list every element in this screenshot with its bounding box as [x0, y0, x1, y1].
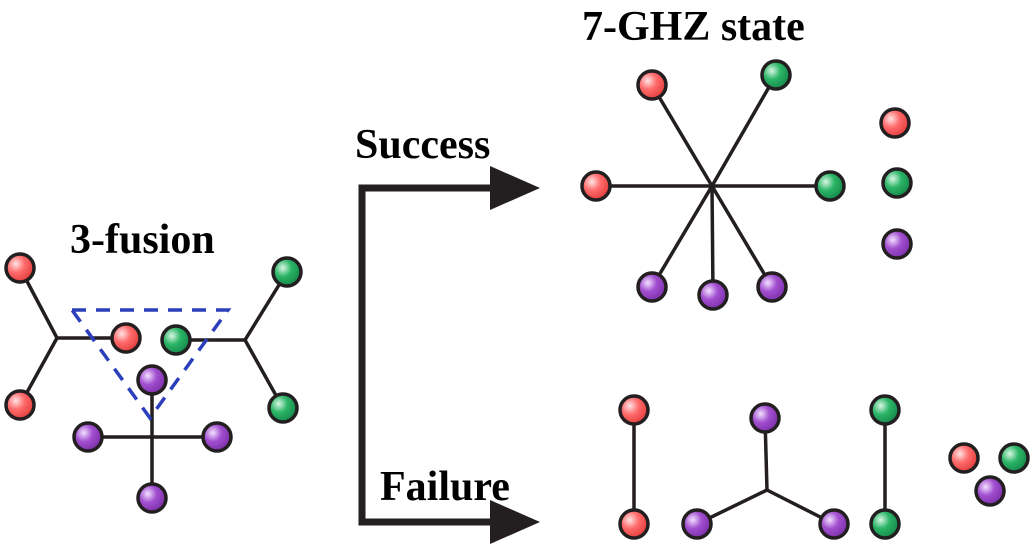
qubit-node-red: [618, 394, 650, 426]
fusion-input-group: [4, 252, 303, 514]
fusion-region-triangle: [68, 308, 232, 421]
qubit-node-purple: [749, 402, 781, 434]
measured-qubit-purple: [881, 228, 913, 260]
qubit-node-red: [618, 508, 650, 540]
qubit-node-red: [4, 389, 36, 421]
qubit-node-purple: [756, 271, 788, 303]
qubit-node-red: [110, 322, 142, 354]
qubit-node-purple: [697, 279, 729, 311]
qubit-node-green: [267, 392, 299, 424]
qubit-node-green: [869, 508, 901, 540]
failure-label: Failure: [380, 464, 510, 510]
qubit-node-red: [4, 252, 36, 284]
qubit-node-purple: [72, 421, 104, 453]
ghz-state-title: 7-GHZ state: [582, 4, 805, 50]
measured-qubit-red: [879, 107, 911, 139]
qubit-node-purple: [818, 508, 850, 540]
qubit-node-red: [580, 170, 612, 202]
measured-qubit-purple: [974, 475, 1006, 507]
qubit-node-purple: [136, 364, 168, 396]
qubit-node-purple: [201, 421, 233, 453]
qubit-node-green: [760, 59, 792, 91]
measured-qubit-red: [948, 442, 980, 474]
qubit-node-green: [160, 324, 192, 356]
qubit-node-purple: [636, 271, 668, 303]
branch-connector: [358, 184, 498, 526]
measured-qubit-green: [881, 167, 913, 199]
failure-outcome-group: [618, 394, 1030, 540]
qubit-node-purple: [681, 508, 713, 540]
qubit-node-green: [869, 394, 901, 426]
failure-arrowhead: [490, 500, 540, 544]
branch-arrows: [358, 166, 540, 544]
qubit-node-green: [271, 256, 303, 288]
qubit-node-green: [814, 170, 846, 202]
qubit-node-purple: [136, 482, 168, 514]
fusion-label: 3-fusion: [70, 217, 215, 263]
qubit-node-red: [636, 69, 668, 101]
success-label: Success: [355, 122, 490, 168]
success-outcome-group: [580, 59, 913, 311]
measured-qubit-green: [998, 442, 1030, 474]
success-arrowhead: [490, 166, 540, 210]
